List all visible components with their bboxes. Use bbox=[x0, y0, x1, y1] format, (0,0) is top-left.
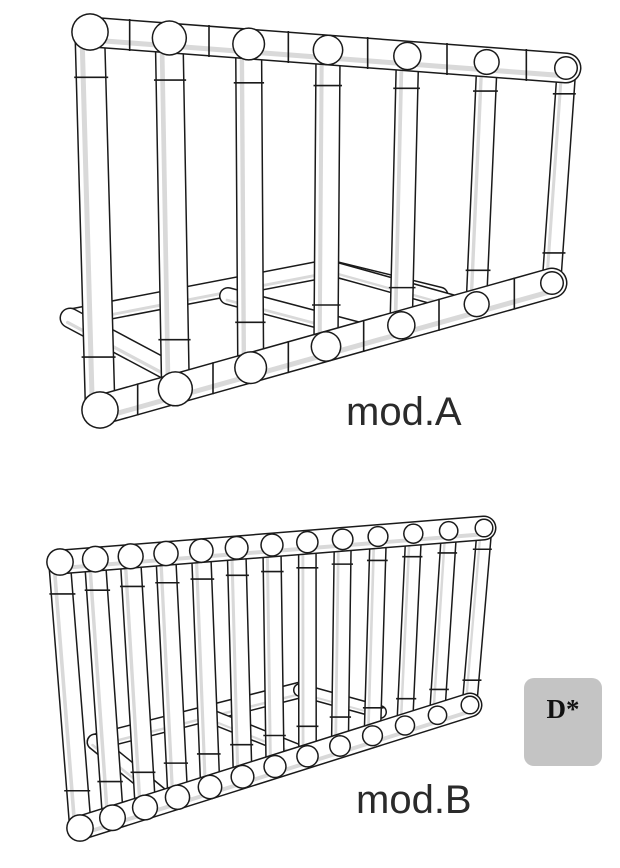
model-a-top-joint-2 bbox=[234, 29, 264, 59]
model-b-bottom-joint-9 bbox=[363, 727, 381, 745]
model-b-top-joint-4 bbox=[190, 540, 212, 562]
model-b-top-joint-11 bbox=[440, 522, 457, 539]
model-b-bottom-joint-1 bbox=[100, 806, 124, 830]
model-b-top-joint-1 bbox=[83, 547, 107, 571]
model-b-label: mod.B bbox=[356, 780, 472, 820]
model-b-bottom-joint-11 bbox=[429, 707, 446, 724]
model-a-post-3 bbox=[326, 58, 328, 339]
model-b-top-joint-12 bbox=[476, 520, 492, 536]
model-b-top-joint-10 bbox=[405, 525, 423, 543]
model-a-top-joint-4 bbox=[395, 43, 421, 69]
model-b-bottom-joint-0 bbox=[68, 816, 93, 841]
model-b-top-joint-0 bbox=[48, 550, 73, 575]
model-b-post-8 bbox=[340, 545, 343, 740]
model-a-bottom-joint-1 bbox=[159, 373, 191, 405]
model-a-top-joint-1 bbox=[153, 22, 185, 54]
model-b-top-joint-3 bbox=[155, 542, 178, 565]
model-a-top-joint-0 bbox=[73, 15, 108, 50]
badge-d-star: D* bbox=[524, 678, 602, 766]
model-a-post-2 bbox=[249, 52, 251, 360]
model-b-cross-rail-mid-shade bbox=[209, 719, 299, 755]
model-a-bottom-joint-5 bbox=[465, 292, 488, 315]
model-a-post-3-shade bbox=[320, 58, 322, 339]
badge-label: D* bbox=[547, 694, 580, 725]
model-a-post-5 bbox=[477, 70, 487, 296]
model-a-top-joint-5 bbox=[475, 50, 498, 73]
model-a-frame bbox=[68, 13, 578, 429]
model-a-bottom-joint-0 bbox=[83, 393, 118, 428]
model-a-post-1 bbox=[169, 46, 175, 381]
model-b-top-joint-6 bbox=[262, 535, 282, 555]
model-b-bottom-joint-8 bbox=[330, 736, 349, 755]
model-b-top-joint-9 bbox=[369, 527, 387, 545]
model-b-bottom-joint-2 bbox=[133, 796, 156, 819]
model-b-bottom-joint-4 bbox=[199, 776, 221, 798]
model-b-top-joint-7 bbox=[297, 532, 317, 552]
model-a-bottom-joint-3 bbox=[312, 333, 340, 361]
model-a-bottom-joint-4 bbox=[389, 313, 415, 339]
model-b-post-6 bbox=[272, 551, 275, 761]
model-b-cross-rail-mid bbox=[210, 716, 300, 752]
model-a-bottom-joint-6 bbox=[541, 272, 562, 293]
model-b-bottom-joint-5 bbox=[232, 766, 253, 787]
model-b-bottom-joint-6 bbox=[265, 756, 285, 776]
model-b-top-joint-5 bbox=[226, 537, 247, 558]
model-a-bottom-joint-2 bbox=[236, 353, 266, 383]
model-b-top-joint-2 bbox=[119, 545, 142, 568]
model-b-bottom-joint-10 bbox=[396, 717, 414, 735]
model-b-post-12 bbox=[470, 534, 484, 699]
model-b-bottom-joint-7 bbox=[298, 746, 318, 766]
model-b-bottom-joint-12 bbox=[462, 697, 478, 713]
model-a-top-joint-6 bbox=[555, 57, 576, 78]
model-a-label: mod.A bbox=[346, 392, 462, 432]
model-b-bottom-joint-3 bbox=[166, 786, 189, 809]
model-a-top-joint-3 bbox=[314, 36, 342, 64]
model-b-top-joint-8 bbox=[333, 530, 352, 549]
model-a-post-2-shade bbox=[242, 52, 244, 360]
